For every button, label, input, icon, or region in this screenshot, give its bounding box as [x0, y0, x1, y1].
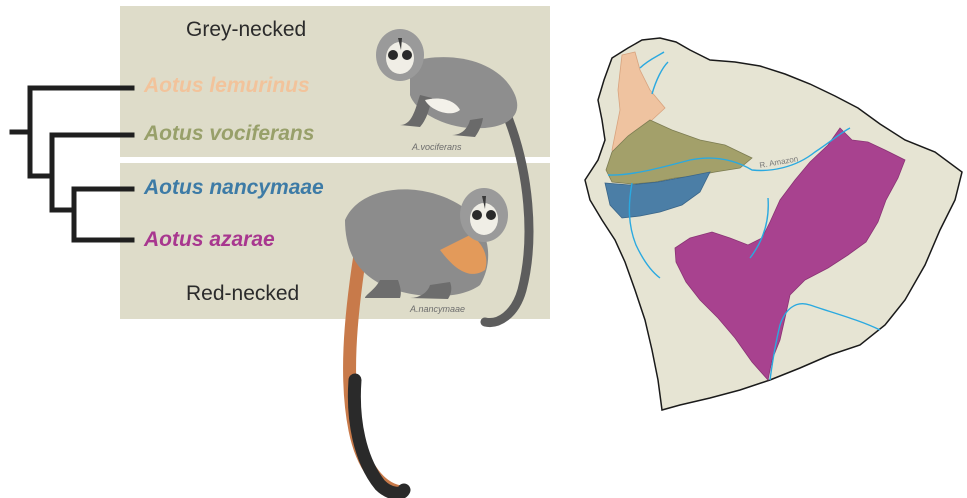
range-map: R. Amazon [0, 0, 967, 498]
figure: Grey-necked Red-necked Aotus lemurinus A… [0, 0, 967, 498]
